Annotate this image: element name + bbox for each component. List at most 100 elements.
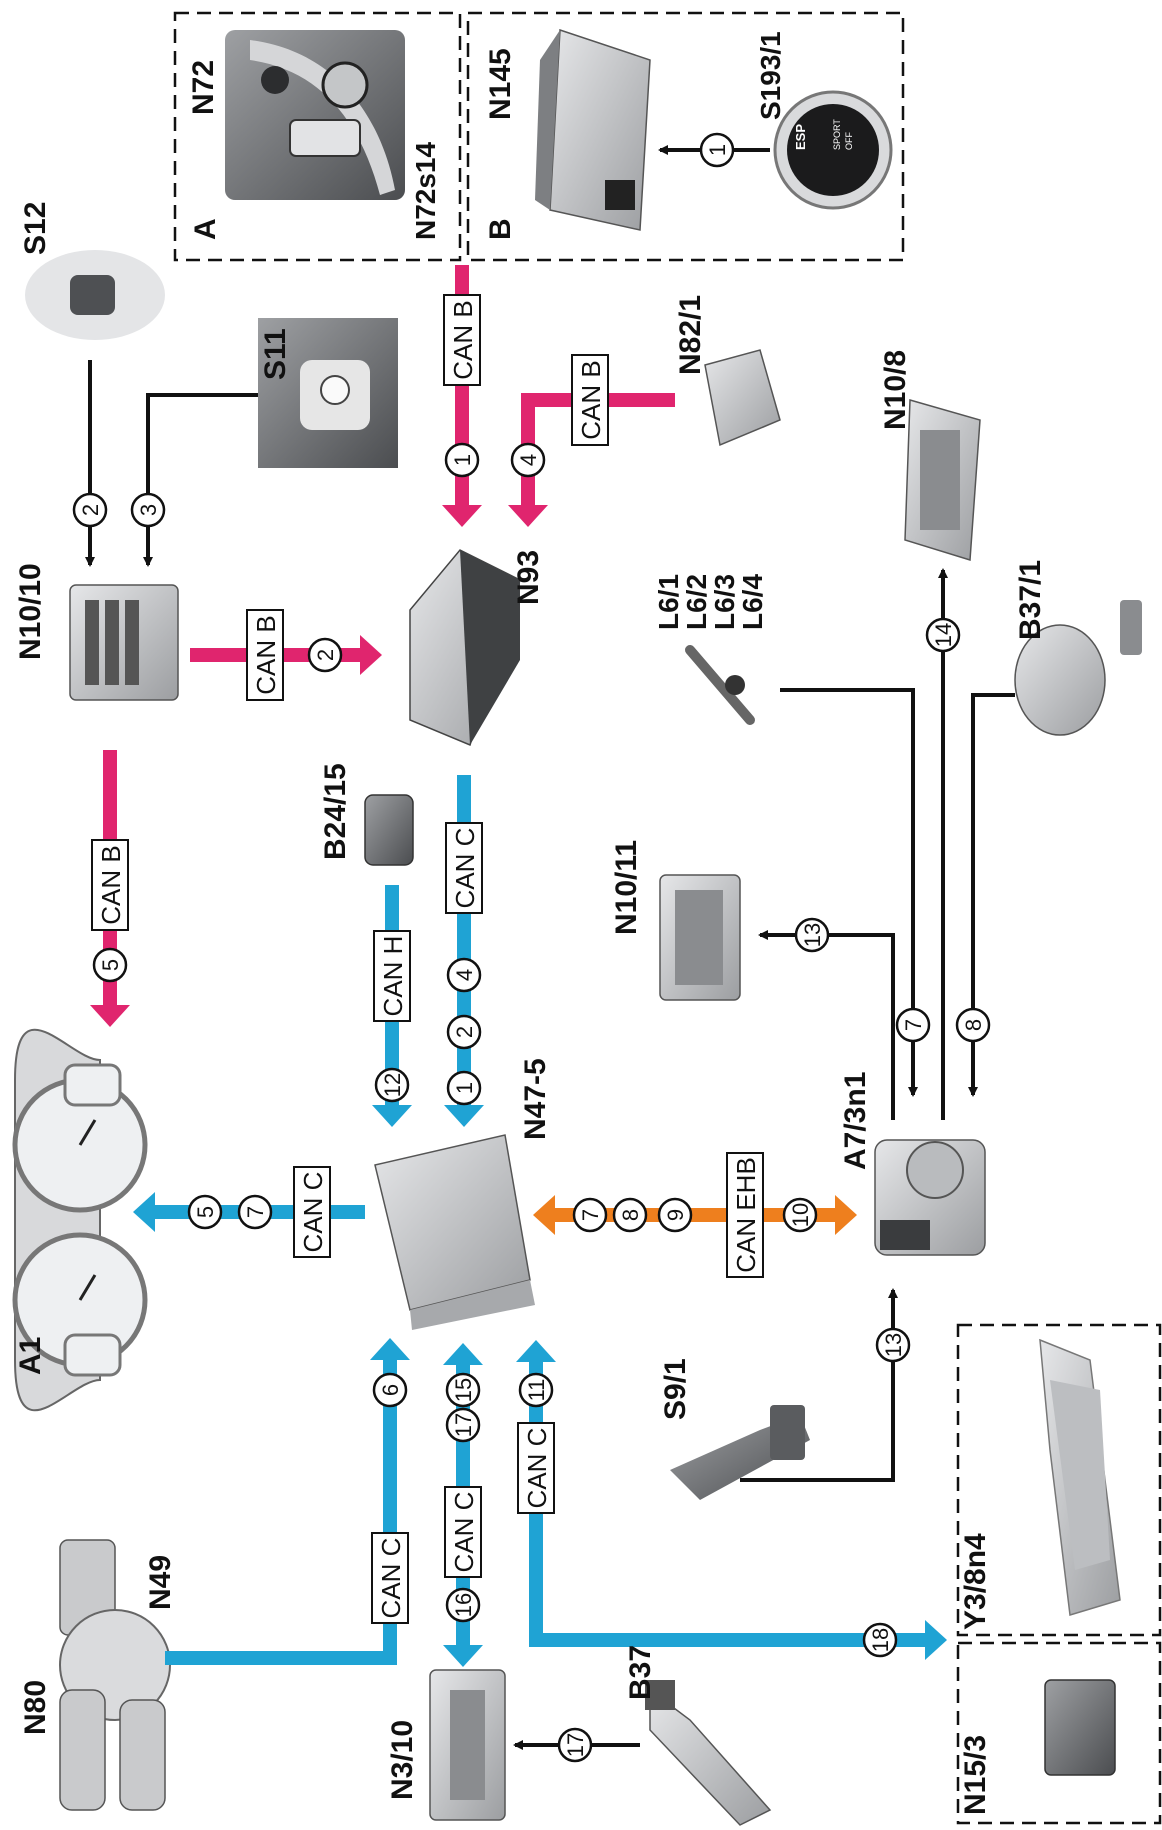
signal-number-s4-n82: 4 [512, 444, 544, 476]
s12-switch-image [25, 250, 165, 340]
b24-15-sensor-image [365, 795, 413, 865]
label-l6-2: L6/2 [681, 574, 712, 630]
a7-3n1-unit-image [875, 1140, 985, 1255]
l6-speed-sensor-image [690, 650, 750, 720]
n10-10-module-image [70, 585, 178, 700]
svg-text:2: 2 [78, 504, 103, 516]
svg-text:11: 11 [524, 1379, 549, 1402]
label-l6-1: L6/1 [653, 574, 684, 630]
label-n93: N93 [512, 550, 545, 605]
wire-a7-to-n10-11 [760, 935, 893, 1120]
label-a: A [189, 218, 222, 240]
bus-label-can-c-n15: CAN C [518, 1423, 554, 1513]
svg-text:2: 2 [452, 1026, 477, 1038]
svg-text:CAN EHB: CAN EHB [731, 1157, 761, 1273]
signal-number-s4-n93: 4 [448, 959, 480, 991]
svg-text:1: 1 [452, 1082, 477, 1094]
bus-label-can-b-a1: CAN B [92, 840, 128, 930]
svg-text:2: 2 [313, 649, 338, 661]
label-n80: N80 [19, 1680, 52, 1735]
svg-text:13: 13 [881, 1333, 906, 1357]
signal-number-s5-a1-c: 5 [189, 1196, 221, 1228]
n47-5-module-image [375, 1135, 535, 1330]
signal-number-s7-ehb: 7 [574, 1199, 606, 1231]
signal-number-s6-n80: 6 [374, 1374, 406, 1406]
signal-number-s14-n10-8: 14 [927, 619, 959, 651]
label-a1: A1 [14, 1337, 47, 1375]
label-n15-3: N15/3 [959, 1735, 992, 1815]
signal-number-s1-n145: 1 [701, 134, 733, 166]
n15-3-module-image [1045, 1680, 1115, 1775]
label-n47-5: N47-5 [519, 1058, 552, 1140]
b37-pedal-sensor-image [645, 1680, 770, 1825]
n10-11-module-image [660, 875, 740, 1000]
svg-text:4: 4 [516, 454, 541, 466]
svg-text:1: 1 [705, 144, 730, 156]
svg-text:7: 7 [243, 1206, 268, 1218]
svg-text:9: 9 [663, 1209, 688, 1221]
label-b37-1: B37/1 [1014, 560, 1047, 640]
signal-number-s2-s12: 2 [74, 494, 106, 526]
signal-number-s13-s9-1: 13 [877, 1329, 909, 1361]
svg-text:CAN C: CAN C [449, 1492, 479, 1573]
signal-number-s17-b37: 17 [559, 1729, 591, 1761]
svg-text:CAN B: CAN B [251, 615, 281, 694]
label-l6-3: L6/3 [709, 574, 740, 630]
label-n145: N145 [484, 48, 517, 120]
esp-button-text: ESP [793, 124, 808, 150]
label-s193-1: S193/1 [755, 31, 786, 120]
svg-text:CAN C: CAN C [376, 1538, 406, 1619]
signal-number-s2-n93: 2 [448, 1016, 480, 1048]
bus-label-can-c-n3: CAN C [445, 1487, 481, 1577]
svg-text:13: 13 [800, 923, 825, 947]
svg-text:15: 15 [451, 1378, 476, 1402]
signal-number-s1-n93: 1 [446, 444, 478, 476]
signal-number-s3-s11: 3 [132, 494, 164, 526]
signal-number-s7-l6: 7 [897, 1009, 929, 1041]
bus-label-can-c-n93: CAN C [446, 823, 482, 913]
label-n82-1: N82/1 [674, 295, 707, 375]
svg-text:1: 1 [450, 454, 475, 466]
can-b-n10-to-n93 [190, 635, 382, 675]
s193-1-esp-button-image: ESP SPORT OFF [775, 92, 891, 208]
label-n72s14: N72s14 [410, 141, 441, 240]
bus-label-can-b-n10: CAN B [247, 610, 283, 700]
y3-8n4-valve-body-image [1040, 1340, 1120, 1615]
n72-console-image [225, 30, 405, 200]
wire-s11-to-n10 [148, 395, 258, 565]
label-s11: S11 [259, 328, 292, 380]
esp-button-sport-text: SPORT [832, 119, 842, 150]
label-n72: N72 [187, 60, 220, 115]
svg-text:CAN B: CAN B [96, 845, 126, 924]
svg-text:CAN B: CAN B [576, 360, 606, 439]
label-n10-8: N10/8 [879, 350, 912, 430]
svg-text:18: 18 [868, 1628, 893, 1652]
signal-number-s8-ehb: 8 [614, 1199, 646, 1231]
bus-label-can-c-n80: CAN C [372, 1533, 408, 1623]
svg-text:17: 17 [563, 1733, 588, 1757]
signal-number-s15-n3: 15 [447, 1374, 479, 1406]
esp-button-off-text: OFF [844, 132, 854, 150]
svg-text:4: 4 [452, 969, 477, 981]
signal-number-s11-n15: 11 [520, 1374, 552, 1406]
label-l6-4: L6/4 [737, 574, 768, 630]
svg-text:7: 7 [901, 1019, 926, 1031]
svg-text:10: 10 [788, 1203, 813, 1227]
svg-text:14: 14 [931, 623, 956, 647]
bus-label-can-h: CAN H [374, 931, 410, 1021]
label-n10-10: N10/10 [14, 563, 47, 660]
signal-number-s18-y3: 18 [864, 1624, 896, 1656]
svg-text:5: 5 [193, 1206, 218, 1218]
n3-10-ecu-image [430, 1670, 505, 1820]
signal-number-s12-can-h: 12 [376, 1069, 408, 1101]
label-y3-8n4: Y3/8n4 [959, 1533, 992, 1630]
signal-number-s10-ehb: 10 [784, 1199, 816, 1231]
n10-8-module-image [905, 400, 980, 560]
signal-number-s16-n3: 16 [447, 1589, 479, 1621]
signal-number-s13-n10-11: 13 [796, 919, 828, 951]
signal-number-s1-n93-down: 1 [448, 1072, 480, 1104]
label-s12: S12 [19, 202, 52, 255]
label-a7-3n1: A7/3n1 [839, 1072, 872, 1170]
label-n3-10: N3/10 [386, 1720, 419, 1800]
